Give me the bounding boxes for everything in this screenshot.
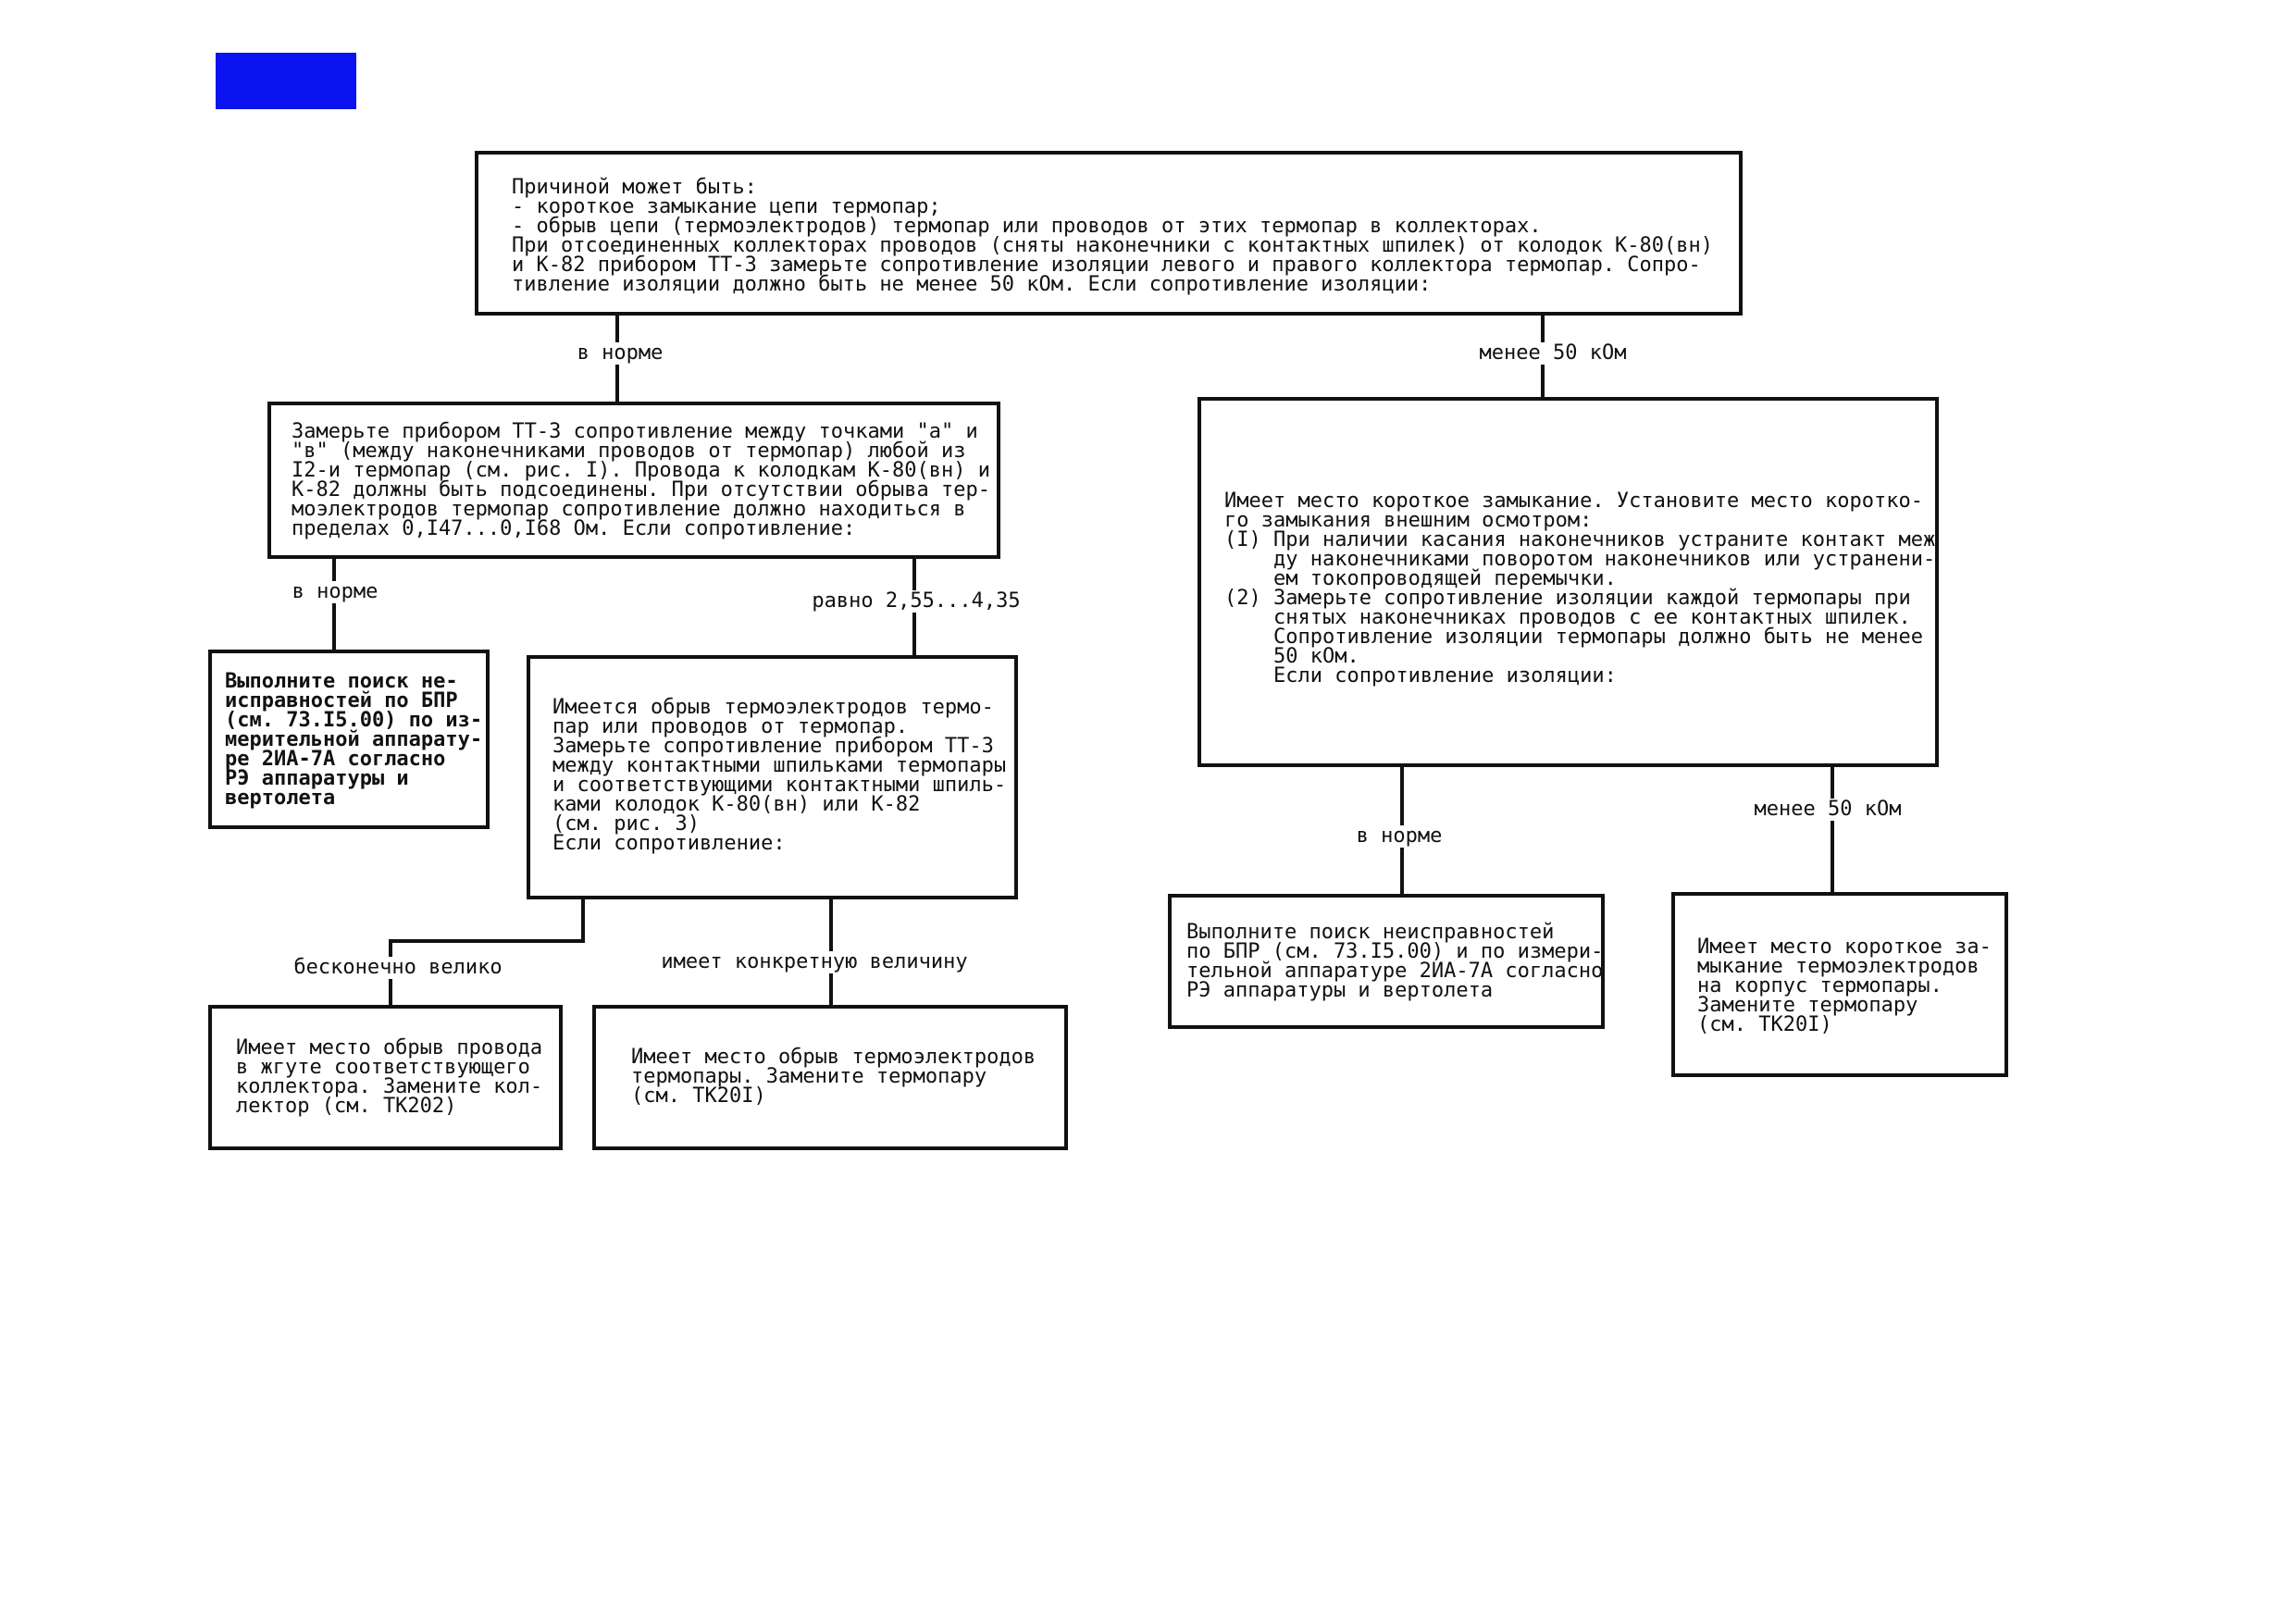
replace-thermocouple-break-box: Имеет место обрыв термоэлектродов термоп… [592, 1005, 1068, 1150]
search-bpr-right-box: Выполните поиск неисправностей по БПР (с… [1168, 894, 1605, 1029]
open-circuit-box: Имеется обрыв термоэлектродов термо- пар… [527, 655, 1018, 899]
connector-open-infinite [389, 898, 585, 1007]
open-value-label: имеет конкретную величину [658, 951, 971, 973]
measure-normal-label: в норме [289, 581, 381, 603]
short-less50-label: менее 50 кОм [1751, 799, 1905, 821]
measure-range-label: равно 2,55...4,35 [809, 590, 1024, 613]
replace-thermocouple-short-box: Имеет место короткое за- мыкание термоэл… [1671, 892, 2008, 1077]
root-less50-label: менее 50 кОм [1476, 342, 1630, 365]
blue-header-tab [216, 53, 356, 109]
root-cause-box: Причиной может быть: - короткое замыкани… [475, 151, 1743, 316]
root-normal-label: в норме [574, 342, 666, 365]
open-infinite-label: бесконечно велико [291, 957, 505, 979]
short-circuit-box: Имеет место короткое замыкание. Установи… [1198, 397, 1939, 767]
wire-break-box: Имеет место обрыв провода в жгуте соотве… [208, 1005, 563, 1150]
short-normal-label: в норме [1353, 825, 1446, 848]
search-bpr-left-box: Выполните поиск не- исправностей по БПР … [208, 650, 490, 829]
measure-resistance-box: Замерьте прибором ТТ-3 сопротивление меж… [267, 402, 1000, 559]
